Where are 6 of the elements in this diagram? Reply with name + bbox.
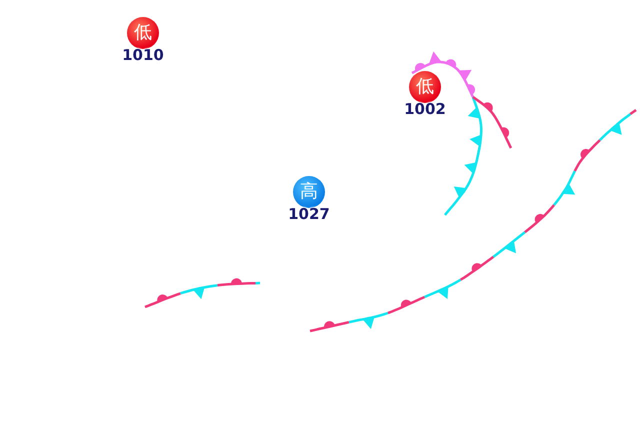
low-pressure-marker: 低: [127, 17, 159, 49]
pressure-value: 1027: [288, 206, 330, 222]
high-pressure-marker: 高: [293, 176, 325, 208]
pressure-value: 1002: [404, 101, 446, 117]
low-pressure-marker: 低: [409, 71, 441, 103]
pressure-value: 1010: [122, 47, 164, 63]
